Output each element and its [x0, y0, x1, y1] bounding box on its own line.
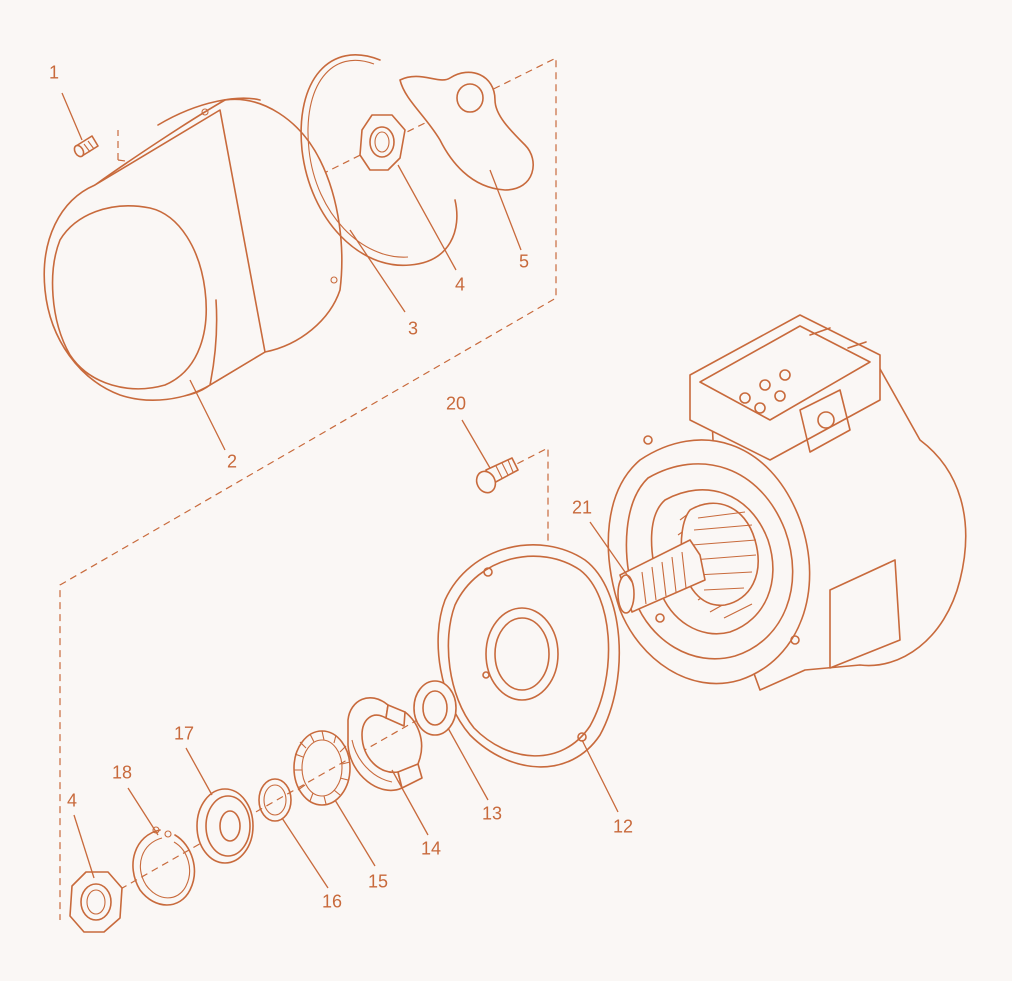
leader-4-lower: [73, 814, 95, 879]
part-3-ring-inner: [307, 59, 409, 258]
leader-20: [461, 419, 491, 469]
leader-4-upper: [397, 164, 457, 271]
leader-5: [489, 169, 522, 251]
leader-18: [127, 787, 159, 836]
part-18-snap-ring: [132, 826, 196, 906]
leader-21: [589, 521, 633, 583]
callout-12: 12: [612, 816, 634, 837]
part-4-hex-nut-lower: [69, 871, 123, 933]
part-3-ring: [300, 54, 458, 267]
leader-12: [581, 739, 619, 813]
part-17-thrust-washer: [196, 788, 254, 864]
leader-15: [334, 799, 376, 867]
callout-2: 2: [226, 451, 238, 472]
callout-16: 16: [321, 891, 343, 912]
leader-2: [189, 379, 226, 451]
leader-17: [185, 747, 213, 796]
part-13-washer: [413, 680, 457, 736]
callout-5: 5: [518, 251, 530, 272]
callout-4-lower: 4: [66, 790, 78, 811]
callout-13: 13: [481, 803, 503, 824]
part-16-o-ring: [258, 778, 292, 822]
part-14-split-bushing: [347, 696, 423, 792]
callout-15: 15: [367, 871, 389, 892]
leader-16: [281, 817, 329, 889]
part-5-lever: [399, 71, 534, 191]
callout-3: 3: [407, 318, 419, 339]
part-12-brake-plate: [437, 544, 620, 768]
callout-18: 18: [111, 762, 133, 783]
part-20-screw: [475, 457, 519, 494]
leader-14: [391, 769, 429, 836]
part-21-motor: [607, 314, 967, 691]
part-4-hex-nut-upper: [359, 114, 406, 171]
callout-1: 1: [48, 62, 60, 83]
part-1-cap-screw: [73, 135, 99, 158]
leader-13: [447, 727, 489, 801]
callout-20: 20: [445, 393, 467, 414]
callout-21: 21: [571, 497, 593, 518]
part-2-cover: [43, 97, 343, 401]
callout-4-upper: 4: [454, 274, 466, 295]
part-15-wave-washer: [293, 730, 351, 806]
callout-14: 14: [420, 838, 442, 859]
leader-1: [61, 92, 83, 141]
callout-17: 17: [173, 723, 195, 744]
leader-3: [349, 229, 406, 313]
